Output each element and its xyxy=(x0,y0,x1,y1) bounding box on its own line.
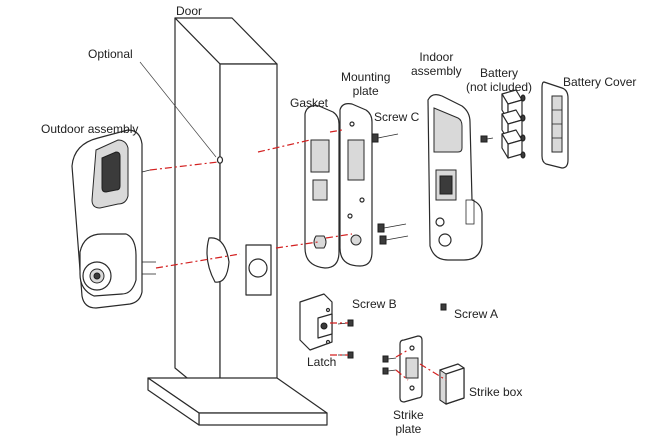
mounting-plate xyxy=(339,103,373,267)
batteries xyxy=(501,89,526,159)
label-latch: Latch xyxy=(307,355,337,369)
latch xyxy=(299,293,333,351)
leader-lines xyxy=(139,61,217,158)
label-gasket: Gasket xyxy=(290,96,329,110)
screw-c-set xyxy=(371,133,409,245)
label-screw-a: Screw A xyxy=(454,307,499,321)
strike-box xyxy=(439,363,465,405)
optional-hole xyxy=(216,156,224,164)
screw-a xyxy=(440,303,447,311)
battery-cover xyxy=(541,81,569,169)
screw-b-set xyxy=(337,319,354,359)
label-mounting-plate: Mounting plate xyxy=(341,70,391,98)
alignment-lines xyxy=(149,129,447,381)
label-indoor-assembly: Indoor assembly xyxy=(411,50,462,78)
label-door: Door xyxy=(176,4,203,18)
label-screw-c: Screw C xyxy=(374,110,420,124)
strike-plate xyxy=(399,335,423,403)
gasket xyxy=(304,105,340,269)
label-strike-plate: Strike plate xyxy=(393,408,424,436)
label-strike-box: Strike box xyxy=(469,385,523,399)
label-battery-cover: Battery Cover xyxy=(563,75,637,89)
door xyxy=(147,17,328,426)
label-battery: Battery (not icluded) xyxy=(466,66,533,94)
battery-cover-screw xyxy=(480,135,494,143)
indoor-assembly xyxy=(427,94,483,261)
label-optional: Optional xyxy=(88,47,133,61)
label-screw-b: Screw B xyxy=(352,297,397,311)
outdoor-assembly xyxy=(71,129,156,309)
strike-plate-screws xyxy=(382,355,397,375)
label-outdoor-assembly: Outdoor assembly xyxy=(41,122,139,136)
